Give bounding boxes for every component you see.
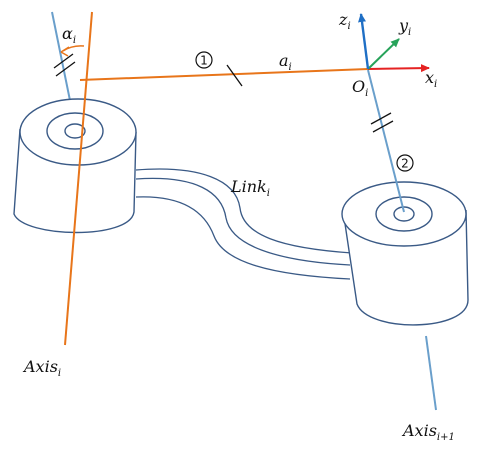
parallel-mark-axis-i1 bbox=[370, 112, 394, 133]
axis-i1-label: Axisi+1 bbox=[401, 421, 455, 443]
y-axis-arrow bbox=[367, 38, 400, 70]
marker-two: 2 bbox=[396, 154, 414, 172]
joint-cylinder-i bbox=[13, 98, 137, 234]
alpha-arrowhead bbox=[60, 46, 70, 57]
z-axis-arrow bbox=[358, 13, 370, 70]
parallel-mark-axis-i bbox=[53, 53, 76, 77]
marker-one-tick bbox=[226, 64, 243, 87]
link-tube bbox=[135, 168, 353, 280]
common-normal-line bbox=[79, 68, 369, 81]
y-label: yi bbox=[398, 16, 411, 38]
axis-i1-line bbox=[367, 69, 405, 213]
marker-one-text: 1 bbox=[200, 54, 208, 68]
origin-label: Oi bbox=[352, 77, 368, 99]
a-label: ai bbox=[279, 51, 292, 73]
axis-i-label: Axisi bbox=[22, 357, 61, 379]
x-label: xi bbox=[425, 68, 437, 90]
link-label: Linki bbox=[230, 177, 270, 199]
joint-cylinder-i1 bbox=[341, 181, 469, 326]
x-axis-arrow bbox=[367, 64, 430, 73]
axis-i-line bbox=[64, 11, 93, 346]
axis-i1-lower-line bbox=[425, 335, 437, 411]
alpha-label: αi bbox=[62, 24, 76, 46]
marker-one: 1 bbox=[195, 51, 213, 69]
z-label: zi bbox=[338, 10, 351, 32]
marker-two-text: 2 bbox=[401, 157, 409, 171]
